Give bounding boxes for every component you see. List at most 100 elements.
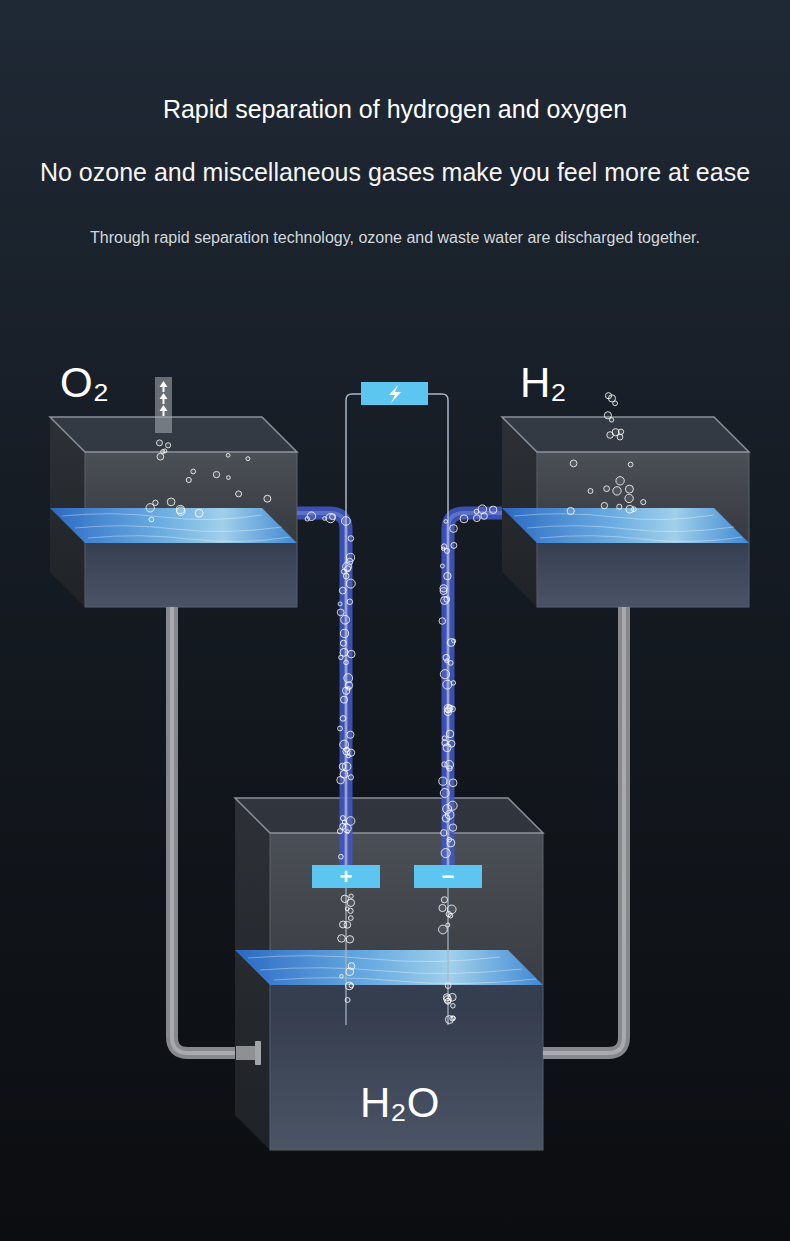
bubble [448, 914, 452, 918]
bubble [449, 824, 456, 831]
bubble [176, 505, 184, 513]
bubble [344, 747, 349, 752]
bubble [612, 429, 619, 436]
headline-text: No ozone and miscellaneous gases make yo… [40, 157, 750, 187]
bubble [346, 830, 350, 834]
bubble [340, 770, 348, 778]
bubble [226, 453, 230, 457]
tank-node: H₂O+− [235, 798, 543, 1150]
battery-symbol [361, 382, 428, 405]
bubble [443, 744, 451, 752]
bubble [340, 974, 344, 978]
bubble [447, 839, 455, 847]
bubble [177, 507, 185, 515]
bubble [345, 982, 353, 990]
battery-wire [346, 394, 361, 865]
bubble [307, 512, 316, 521]
bubble [236, 491, 242, 497]
bubble [348, 908, 353, 913]
bubble [342, 762, 351, 771]
tube-body [448, 513, 502, 865]
bubble [346, 968, 354, 976]
bubble [347, 899, 354, 906]
bubble [347, 754, 351, 758]
bubble [632, 507, 637, 512]
bubble [347, 687, 351, 691]
bubble [446, 911, 451, 916]
bubble [343, 562, 352, 571]
bubble [617, 504, 622, 509]
bubble [340, 816, 345, 821]
bubble [349, 894, 353, 898]
bubble [213, 471, 219, 477]
tube-highlight [448, 513, 502, 865]
bubble [323, 517, 327, 521]
bubble [607, 432, 614, 439]
bubble [449, 779, 457, 787]
bubble [440, 564, 444, 568]
bubble [347, 599, 353, 605]
oxygen-tank [50, 417, 297, 607]
bubble [450, 1016, 455, 1021]
pipe-body [543, 607, 624, 1053]
bubble [439, 777, 447, 785]
bubble [348, 916, 353, 921]
bubble [340, 823, 346, 829]
bubble [439, 618, 446, 625]
pipe-highlight [172, 607, 235, 1053]
bubble [343, 824, 352, 833]
bubble [617, 434, 623, 440]
bubble [451, 681, 456, 686]
bubble [157, 453, 164, 460]
bubble [444, 996, 452, 1004]
bubble [338, 726, 343, 731]
tube-highlight [297, 513, 346, 865]
bubble [474, 509, 479, 514]
bubble [452, 639, 456, 643]
tube-body [297, 513, 346, 865]
bubble [348, 536, 354, 542]
bubble [490, 506, 497, 513]
pipe-fitting [236, 1046, 256, 1060]
bubble [339, 587, 346, 594]
bubble [613, 401, 618, 406]
tank-side [50, 417, 85, 607]
bubble [340, 640, 346, 646]
bubble [348, 963, 355, 970]
bubble [341, 615, 350, 624]
bubble [441, 897, 447, 903]
bubble [445, 659, 449, 663]
tank-top [235, 798, 543, 833]
bubble [348, 650, 356, 658]
bubble [340, 716, 346, 722]
water-wave [248, 956, 536, 984]
bubble [588, 489, 593, 494]
pipe-highlight [543, 607, 624, 1053]
bubble [441, 830, 447, 836]
bubble [440, 585, 447, 592]
hydrogen-tank [502, 417, 749, 607]
bubble [440, 588, 447, 595]
tank-water-body [85, 543, 297, 607]
bubble [345, 682, 352, 689]
bubble [340, 629, 348, 637]
bubble [447, 639, 455, 647]
bubble [618, 429, 623, 434]
bubble [349, 983, 354, 988]
tank-label: O₂ [60, 362, 109, 404]
bubble [161, 450, 165, 454]
bubble [346, 936, 353, 943]
electrode-rod [346, 888, 448, 1025]
tank-water-body [270, 985, 543, 1150]
outlet-arrow [163, 386, 165, 416]
bubble [601, 502, 607, 508]
bubble [195, 509, 203, 517]
bubble [264, 495, 271, 502]
bubble [157, 440, 163, 446]
bubble [163, 449, 167, 453]
bubble [445, 998, 451, 1004]
title-text: Rapid separation of hydrogen and oxygen [163, 94, 627, 124]
